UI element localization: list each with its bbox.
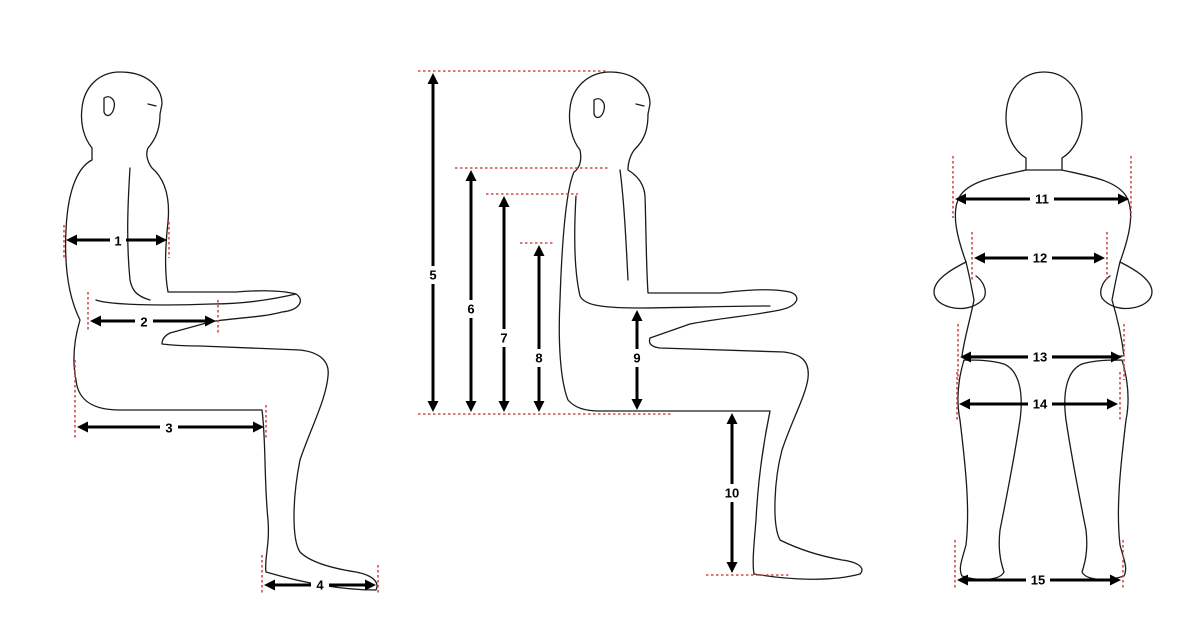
label-1: 1: [114, 234, 121, 249]
arrow-11-head-end: [1118, 193, 1129, 205]
arrow-2-head-start: [90, 315, 101, 327]
label-7: 7: [500, 331, 507, 346]
arrow-7-head-start: [498, 196, 510, 207]
label-4: 4: [316, 578, 324, 593]
ear-center: [593, 98, 606, 119]
label-bg-14: [1028, 395, 1052, 413]
label-3: 3: [165, 421, 172, 436]
arrow-14-head-start: [959, 398, 970, 410]
arrow-13-head-end: [1111, 351, 1122, 363]
arrow-3-head-start: [77, 421, 88, 433]
ear-left: [103, 96, 116, 117]
arrow-8-head-start: [533, 245, 545, 256]
figure-front-left-leg: [957, 359, 1022, 581]
figure-front-head: [1005, 71, 1083, 171]
label-bg-13: [1028, 348, 1052, 366]
label-bg-4: [311, 576, 329, 594]
figure-front-view: [933, 71, 1153, 590]
arrow-6-head-end: [465, 401, 477, 412]
label-bg-7: [496, 329, 512, 347]
label-bg-9: [629, 349, 645, 367]
label-2: 2: [140, 315, 147, 330]
figure-side-view-center: [418, 70, 863, 580]
dimension-arrows: [66, 73, 1129, 591]
label-bg-15: [1026, 571, 1050, 589]
label-8: 8: [535, 351, 542, 366]
arrow-1-head-start: [66, 234, 77, 246]
arrow-1-head-end: [156, 234, 167, 246]
label-11: 11: [1035, 192, 1049, 207]
label-bg-1: [110, 232, 126, 250]
label-bg-5: [425, 266, 441, 284]
arrow-11-head-start: [955, 193, 966, 205]
label-9: 9: [633, 351, 640, 366]
eye-center: [635, 103, 645, 107]
label-bg-8: [531, 349, 547, 367]
label-14: 14: [1033, 397, 1048, 412]
arrow-10-head-end: [726, 562, 738, 573]
arrow-4-head-end: [365, 579, 376, 591]
arrow-8-head-end: [533, 401, 545, 412]
figure-left-outline: [64, 71, 378, 591]
arrow-4-head-start: [264, 579, 275, 591]
figure-front-right-hand: [1100, 261, 1153, 310]
figure-center-outline: [558, 71, 863, 580]
arrow-12-head-start: [974, 252, 985, 264]
arrow-5-head-start: [427, 73, 439, 84]
label-6: 6: [467, 302, 474, 317]
arrow-15-head-start: [957, 574, 968, 586]
arrow-2-head-end: [205, 315, 216, 327]
figure-front-right-leg: [1064, 359, 1129, 581]
arrow-3-head-end: [253, 421, 264, 433]
arrow-12-head-end: [1094, 252, 1105, 264]
figure-front-left-hand: [933, 261, 986, 310]
label-12: 12: [1033, 251, 1047, 266]
arrow-6-head-start: [465, 170, 477, 181]
arrow-13-head-start: [960, 351, 971, 363]
figure-center-arm-outline: [574, 169, 771, 309]
label-bg-6: [463, 300, 479, 318]
figure-left-arm-outline: [95, 167, 297, 306]
label-10: 10: [725, 486, 739, 501]
figure-side-view-left: [63, 71, 379, 595]
arrow-5-head-end: [427, 401, 439, 412]
label-bg-3: [160, 419, 178, 437]
arrow-10-head-start: [726, 413, 738, 424]
measurement-labels: 1 2 3 4 5 6 7 8 9 10 11 12 13 14 15: [110, 190, 1054, 594]
label-bg-10: [720, 484, 744, 502]
label-bg-2: [135, 313, 153, 331]
label-bg-11: [1030, 190, 1054, 208]
label-13: 13: [1033, 350, 1047, 365]
label-bg-12: [1028, 249, 1052, 267]
arrow-7-head-end: [498, 401, 510, 412]
arrow-9-head-start: [631, 310, 643, 321]
arrow-9-head-end: [631, 399, 643, 410]
eye-left: [147, 103, 157, 107]
label-15: 15: [1031, 573, 1045, 588]
arrow-14-head-end: [1107, 398, 1118, 410]
label-5: 5: [429, 268, 436, 283]
arrow-15-head-end: [1110, 574, 1121, 586]
